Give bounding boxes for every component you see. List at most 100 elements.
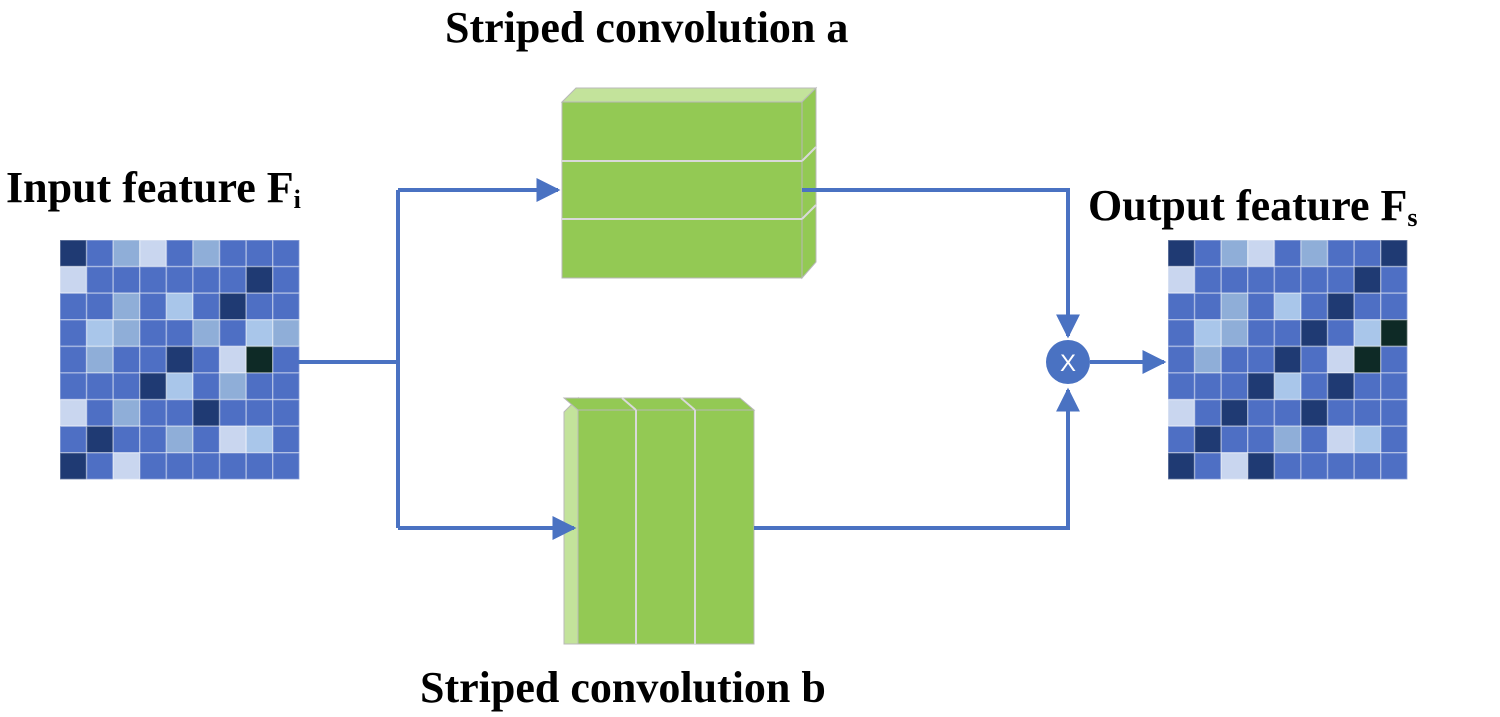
feature-cell <box>218 372 247 401</box>
feature-cell <box>1167 345 1196 374</box>
feature-cell <box>1273 372 1302 401</box>
feature-cell <box>165 319 194 348</box>
feature-cell <box>1167 265 1196 294</box>
feature-cell <box>218 292 247 321</box>
feature-cell <box>192 265 221 294</box>
feature-cell <box>1353 345 1382 374</box>
conv-a-top-face <box>560 87 818 103</box>
feature-cell <box>1220 319 1249 348</box>
feature-cell <box>1353 265 1382 294</box>
feature-cell <box>1220 265 1249 294</box>
feature-cell <box>272 345 301 374</box>
feature-cell <box>165 398 194 427</box>
feature-cell <box>218 398 247 427</box>
output-feature-text: Output feature F <box>1088 181 1408 230</box>
output-feature-subscript: s <box>1407 203 1418 232</box>
feature-cell <box>1326 319 1355 348</box>
feature-cell <box>245 239 274 268</box>
feature-cell <box>165 345 194 374</box>
feature-cell <box>218 239 247 268</box>
feature-cell <box>1300 265 1329 294</box>
feature-cell <box>139 319 168 348</box>
feature-cell <box>1220 239 1249 268</box>
feature-cell <box>1326 372 1355 401</box>
feature-cell <box>1193 292 1222 321</box>
feature-cell <box>245 452 274 481</box>
feature-cell <box>1353 398 1382 427</box>
feature-cell <box>85 292 114 321</box>
feature-cell <box>1300 398 1329 427</box>
feature-cell <box>1167 398 1196 427</box>
feature-cell <box>192 345 221 374</box>
feature-cell <box>112 425 141 454</box>
feature-cell <box>1300 239 1329 268</box>
feature-cell <box>85 452 114 481</box>
feature-cell <box>112 452 141 481</box>
feature-cell <box>1167 239 1196 268</box>
feature-cell <box>85 265 114 294</box>
feature-cell <box>1380 345 1409 374</box>
feature-cell <box>1326 425 1355 454</box>
feature-cell <box>218 319 247 348</box>
feature-cell <box>139 292 168 321</box>
feature-cell <box>272 239 301 268</box>
feature-cell <box>139 372 168 401</box>
feature-cell <box>165 292 194 321</box>
feature-cell <box>272 452 301 481</box>
feature-cell <box>1247 239 1276 268</box>
feature-cell <box>1193 265 1222 294</box>
feature-cell <box>59 452 88 481</box>
conv-a-side-divider <box>801 146 817 162</box>
feature-cell <box>1167 292 1196 321</box>
feature-cell <box>59 265 88 294</box>
feature-cell <box>245 372 274 401</box>
feature-cell <box>59 372 88 401</box>
conv-b-top-divider <box>680 397 696 411</box>
feature-cell <box>1353 292 1382 321</box>
input-feature-label: Input feature Fi <box>6 166 301 213</box>
feature-cell <box>59 292 88 321</box>
feature-cell <box>1380 239 1409 268</box>
feature-cell <box>85 425 114 454</box>
conv-b-side-face <box>563 396 579 645</box>
feature-cell <box>1326 292 1355 321</box>
feature-cell <box>1300 319 1329 348</box>
feature-cell <box>1326 452 1355 481</box>
feature-cell <box>1300 425 1329 454</box>
feature-cell <box>1300 372 1329 401</box>
feature-cell <box>1220 398 1249 427</box>
conv-a-front-face <box>561 101 803 279</box>
feature-cell <box>112 345 141 374</box>
feature-cell <box>1167 425 1196 454</box>
feature-cell <box>1247 265 1276 294</box>
feature-cell <box>1247 345 1276 374</box>
feature-cell <box>59 398 88 427</box>
feature-cell <box>1326 239 1355 268</box>
feature-cell <box>272 265 301 294</box>
conv-b-front-face <box>577 409 755 645</box>
feature-cell <box>272 398 301 427</box>
feature-cell <box>1300 452 1329 481</box>
feature-cell <box>1380 292 1409 321</box>
feature-cell <box>85 345 114 374</box>
feature-cell <box>112 398 141 427</box>
feature-cell <box>1220 425 1249 454</box>
feature-cell <box>1220 372 1249 401</box>
feature-cell <box>272 319 301 348</box>
feature-cell <box>1247 452 1276 481</box>
feature-cell <box>1353 372 1382 401</box>
feature-cell <box>1167 319 1196 348</box>
feature-cell <box>1326 398 1355 427</box>
conv-a-to-multiply-arrow <box>802 188 1080 339</box>
feature-cell <box>1380 452 1409 481</box>
conv-b-to-multiply-arrow <box>754 387 1080 530</box>
feature-cell <box>112 292 141 321</box>
feature-cell <box>245 345 274 374</box>
feature-cell <box>272 425 301 454</box>
feature-cell <box>272 292 301 321</box>
feature-cell <box>85 372 114 401</box>
feature-cell <box>1193 239 1222 268</box>
feature-cell <box>1193 452 1222 481</box>
feature-cell <box>139 452 168 481</box>
output-feature-map <box>1167 239 1409 481</box>
